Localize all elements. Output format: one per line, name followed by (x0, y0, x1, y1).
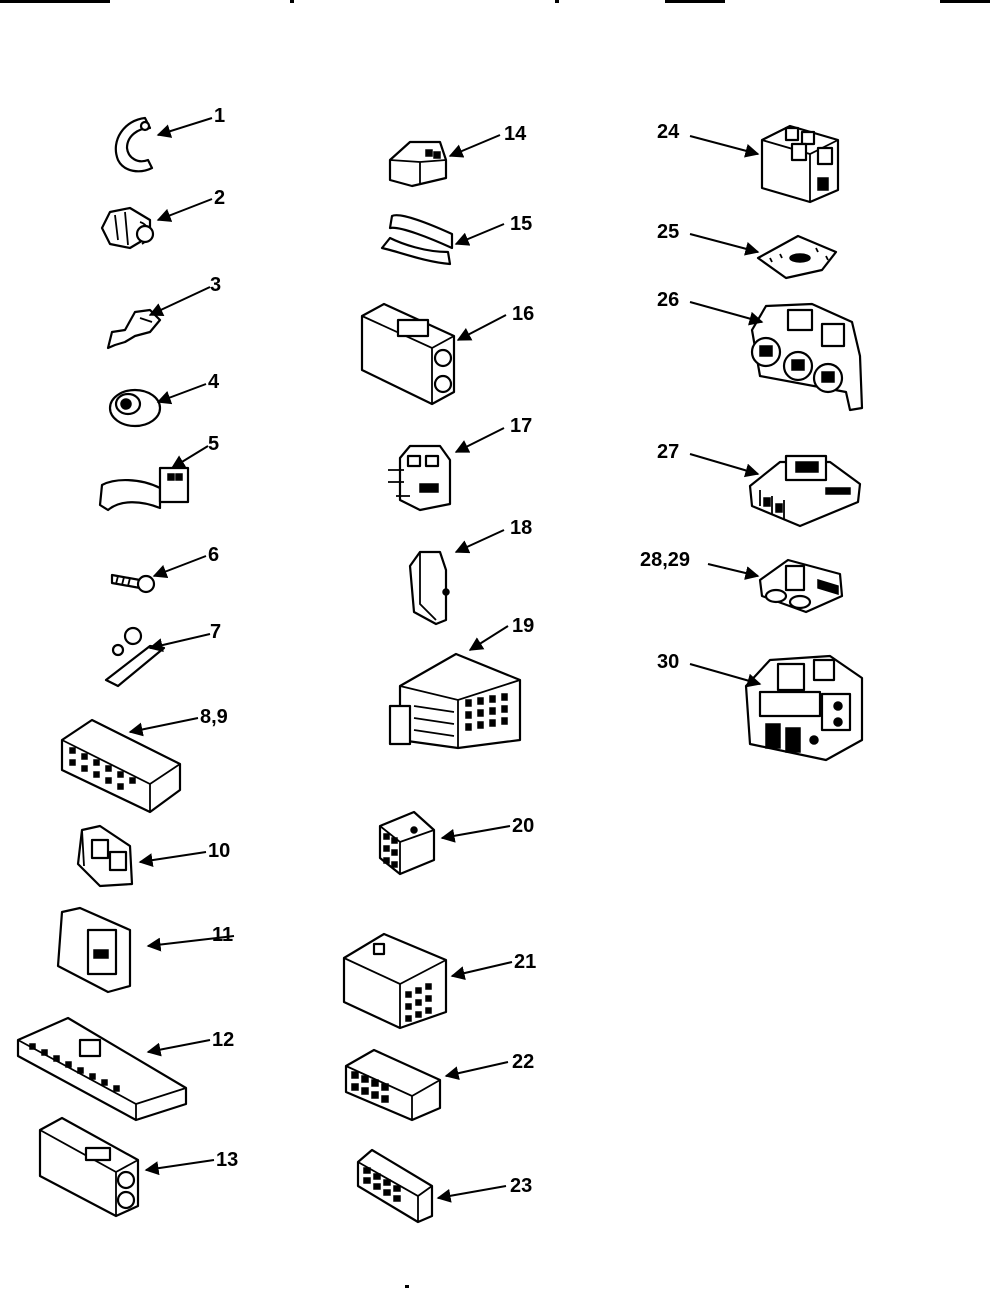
part-14-connector-drawing (388, 140, 448, 188)
part-label-21: 21 (514, 951, 536, 973)
part-5-strap-clamp-drawing (98, 466, 190, 512)
part-19-connector-drawing (388, 652, 522, 750)
part-25-board-drawing (756, 234, 838, 280)
part-8-9-connector-drawing (60, 718, 182, 814)
part-12-connector-drawing (16, 1016, 188, 1122)
part-label-1: 1 (214, 105, 225, 127)
part-23-connector-drawing (356, 1148, 434, 1224)
part-16-connector-drawing (360, 302, 456, 406)
part-label-15: 15 (510, 213, 532, 235)
part-20-connector-drawing (378, 810, 436, 876)
part-6-screw-drawing (110, 573, 156, 594)
part-30-connector-drawing (744, 654, 864, 762)
part-label-30: 30 (657, 651, 679, 673)
part-label-20: 20 (512, 815, 534, 837)
part-label-10: 10 (208, 840, 230, 862)
part-11-connector-drawing (56, 906, 132, 994)
part-label-2: 2 (214, 187, 225, 209)
part-label-28-29: 28,29 (640, 549, 690, 571)
part-label-5: 5 (208, 433, 219, 455)
part-label-19: 19 (512, 615, 534, 637)
part-1-clip-drawing (114, 116, 154, 173)
header-scan-marks (0, 0, 990, 3)
part-label-26: 26 (657, 289, 679, 311)
part-3-bracket-drawing (106, 308, 162, 350)
part-label-11: 11 (212, 924, 233, 946)
part-label-25: 25 (657, 221, 679, 243)
part-28-29-terminal-drawing (758, 558, 844, 614)
part-17-connector-drawing (388, 444, 452, 512)
scan-speck (405, 1285, 409, 1288)
part-10-connector-drawing (76, 824, 134, 888)
part-label-16: 16 (512, 303, 534, 325)
part-21-connector-drawing (342, 932, 448, 1030)
part-label-24: 24 (657, 121, 680, 143)
part-label-4: 4 (208, 371, 220, 393)
part-label-18: 18 (510, 517, 532, 539)
part-label-23: 23 (510, 1175, 532, 1197)
part-7-tie-strap-drawing (104, 626, 166, 688)
part-label-14: 14 (504, 123, 527, 145)
part-label-17: 17 (510, 415, 532, 437)
part-label-27: 27 (657, 441, 679, 463)
part-label-12: 12 (212, 1029, 234, 1051)
part-label-6: 6 (208, 544, 219, 566)
part-label-7: 7 (210, 621, 221, 643)
part-15-clip-drawing (380, 214, 454, 266)
part-2-clamp-drawing (100, 206, 155, 250)
part-22-connector-drawing (344, 1048, 442, 1122)
part-4-grommet-drawing (108, 388, 162, 428)
part-18-connector-drawing (408, 550, 450, 626)
part-26-relay-block-drawing (750, 302, 864, 412)
part-27-connector-drawing (748, 454, 862, 528)
part-label-13: 13 (216, 1149, 238, 1171)
part-label-8-9: 8,9 (200, 706, 228, 728)
part-label-22: 22 (512, 1051, 534, 1073)
part-13-connector-drawing (38, 1116, 140, 1218)
part-24-relay-drawing (760, 124, 840, 204)
part-label-3: 3 (210, 274, 221, 296)
